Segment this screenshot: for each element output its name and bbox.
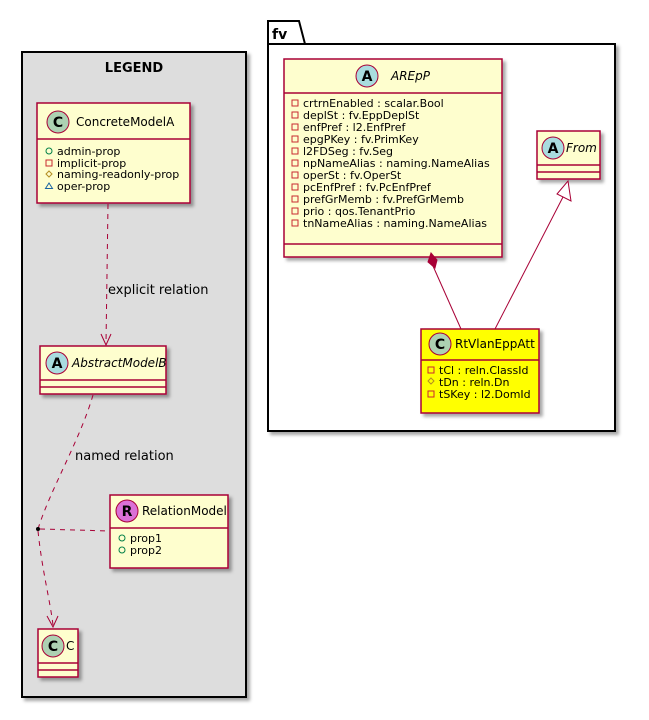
svg-text:A: A: [52, 356, 63, 372]
class-relation-model[interactable]: R RelationModel prop1 prop2: [109, 494, 229, 569]
svg-text:C: C: [53, 115, 63, 131]
attribute: prefGrMemb : fv.PrefGrMemb: [303, 193, 464, 206]
edge-label: explicit relation: [108, 283, 208, 298]
edge-label: named relation: [75, 449, 174, 464]
public-visibility-icon: [118, 546, 126, 554]
attribute: tSKey : l2.DomId: [439, 388, 531, 401]
attribute: oper-prop: [57, 180, 110, 193]
svg-text:A: A: [548, 141, 559, 157]
class-rtvlaneppatt[interactable]: C RtVlanEppAtt tCl : reln.ClassId tDn : …: [420, 328, 540, 414]
protected-visibility-icon: [45, 170, 53, 178]
edge-inheritance: [494, 179, 572, 330]
private-visibility-icon: [45, 159, 53, 167]
protected-visibility-icon: [427, 377, 435, 385]
legend-title: LEGEND: [105, 61, 164, 76]
attribute: epgPKey : fv.PrimKey: [303, 133, 419, 146]
attribute: pcEnfPref : fv.PcEnfPref: [303, 181, 432, 194]
public-visibility-icon: [45, 147, 53, 155]
class-name: AREpP: [390, 69, 431, 83]
attribute: npNameAlias : naming.NameAlias: [303, 157, 490, 170]
attribute: operSt : fv.OperSt: [303, 169, 402, 182]
class-abstract-model-b[interactable]: A AbstractModelB: [39, 345, 167, 395]
attribute: deplSt : fv.EppDeplSt: [303, 109, 420, 122]
svg-text:A: A: [362, 69, 373, 85]
attribute: admin-prop: [57, 145, 120, 158]
svg-text:C: C: [435, 337, 445, 353]
attribute: tnNameAlias : naming.NameAlias: [303, 217, 487, 230]
class-c[interactable]: C C: [37, 628, 79, 678]
abstract-stereotype-a-icon: A: [355, 64, 379, 88]
svg-text:C: C: [48, 639, 58, 655]
private-visibility-icon: [291, 147, 299, 155]
private-visibility-icon: [291, 171, 299, 179]
private-visibility-icon: [291, 99, 299, 107]
attribute: tCl : reln.ClassId: [439, 364, 529, 377]
private-visibility-icon: [427, 390, 435, 398]
class-name: RelationModel: [142, 504, 227, 518]
attribute: naming-readonly-prop: [57, 168, 179, 181]
attribute: enfPref : l2.EnfPref: [303, 121, 407, 134]
class-stereotype-c-icon: C: [428, 332, 452, 356]
private-visibility-icon: [291, 159, 299, 167]
class-name: RtVlanEppAtt: [455, 337, 535, 351]
private-visibility-icon: [291, 135, 299, 143]
edge-explicit-relation: explicit relation: [100, 203, 208, 347]
package-visibility-icon: [44, 182, 54, 189]
private-visibility-icon: [291, 207, 299, 215]
relation-junction-point: [36, 527, 40, 531]
attribute: prop2: [130, 544, 162, 557]
class-name: ConcreteModelA: [76, 115, 175, 129]
attribute: tDn : reln.Dn: [439, 376, 509, 389]
abstract-stereotype-a-icon: A: [45, 351, 69, 375]
edge-composition: [427, 252, 462, 330]
class-concrete-model-a[interactable]: C ConcreteModelA admin-prop implicit-pro…: [36, 102, 191, 204]
attribute: crtrnEnabled : scalar.Bool: [303, 97, 444, 110]
package-name: fv: [272, 27, 287, 43]
abstract-stereotype-a-icon: A: [541, 136, 565, 160]
class-name: AbstractModelB: [71, 356, 167, 370]
class-arepp[interactable]: A AREpP crtrnEnabled : scalar.Bool deplS…: [283, 58, 503, 258]
relation-stereotype-r-icon: R: [115, 499, 139, 523]
attribute: implicit-prop: [57, 157, 126, 170]
class-name: C: [66, 639, 74, 653]
attribute: prop1: [130, 532, 162, 545]
class-stereotype-c-icon: C: [41, 634, 65, 658]
class-from[interactable]: A From: [536, 130, 601, 180]
svg-text:R: R: [122, 504, 133, 520]
private-visibility-icon: [291, 183, 299, 191]
class-name: From: [566, 141, 597, 155]
attribute-list: crtrnEnabled : scalar.Bool deplSt : fv.E…: [291, 97, 490, 230]
attribute: l2FDSeg : fv.Seg: [303, 145, 393, 158]
attribute: prio : qos.TenantPrio: [303, 205, 416, 218]
private-visibility-icon: [427, 366, 435, 374]
attribute-list: admin-prop implicit-prop naming-readonly…: [44, 145, 179, 193]
private-visibility-icon: [291, 123, 299, 131]
public-visibility-icon: [118, 534, 126, 542]
private-visibility-icon: [291, 219, 299, 227]
private-visibility-icon: [291, 195, 299, 203]
private-visibility-icon: [291, 111, 299, 119]
class-stereotype-c-icon: C: [46, 110, 70, 134]
edge-named-relation: named relation: [36, 394, 174, 629]
